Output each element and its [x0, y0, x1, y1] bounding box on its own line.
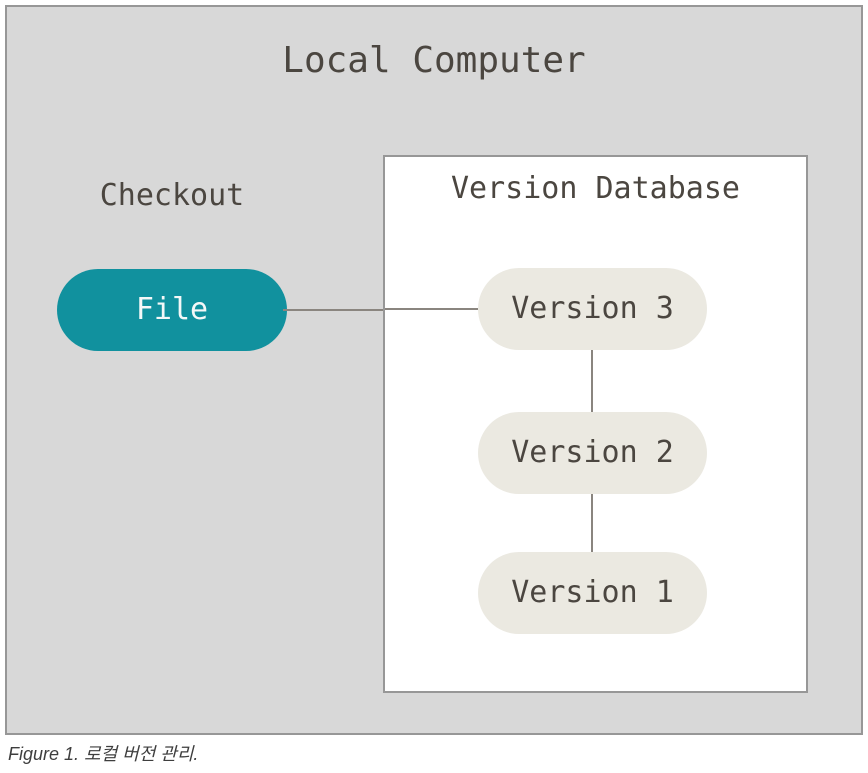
version-node-3: Version 3	[478, 268, 707, 350]
local-computer-panel: Local Computer Checkout File Version Dat…	[5, 5, 863, 735]
version-database-panel: Version Database Version 3 Version 2 Ver…	[383, 155, 808, 693]
connector-version3-to-version2	[591, 350, 593, 412]
version-node-2: Version 2	[478, 412, 707, 494]
file-node: File	[57, 269, 287, 351]
connector-version2-to-version1	[591, 494, 593, 552]
version-database-title: Version Database	[451, 171, 740, 206]
checkout-label: Checkout	[99, 178, 245, 213]
local-computer-title: Local Computer	[282, 40, 586, 81]
connector-file-to-version3	[283, 309, 383, 311]
version-node-1: Version 1	[478, 552, 707, 634]
figure-caption: Figure 1. 로컬 버전 관리.	[8, 744, 199, 764]
connector-into-version3	[385, 308, 478, 310]
